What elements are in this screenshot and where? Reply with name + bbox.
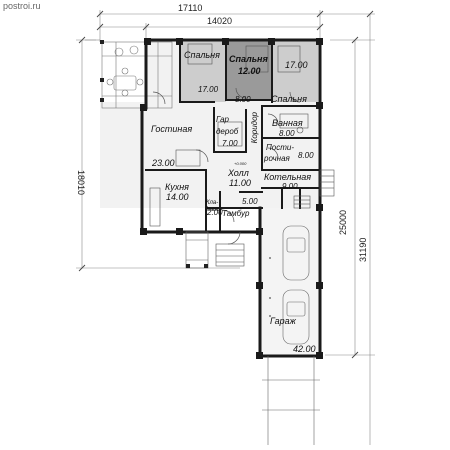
furniture [149, 43, 309, 227]
dim-right-inner: 25000 [338, 210, 348, 235]
room-hall-area: 11.00 [229, 178, 251, 188]
room-kitchen-area: 14.00 [166, 192, 189, 202]
room-laundry-name1: Пости- [266, 143, 294, 152]
stairs [215, 169, 335, 267]
dim-top-overall: 17110 [178, 3, 202, 13]
room-pantry-name1: Кла- [206, 200, 218, 206]
level-mark: +0.000 [234, 161, 247, 166]
dim-top-building: 14020 [207, 16, 232, 26]
room-boiler-name: Котельная [264, 172, 311, 182]
dim-right-outer: 31190 [358, 238, 368, 262]
room-laundry-area: 8.00 [298, 151, 314, 160]
room-vestibule-area: 5.00 [242, 197, 258, 206]
room-bedroom-mid-name: Спальня [229, 54, 268, 64]
dimension-lines [76, 10, 375, 445]
dimension-ticks [78, 10, 374, 359]
pillars [140, 38, 323, 359]
room-living-name: Гостиная [151, 124, 192, 134]
room-wardrobe-name1: Гар [216, 115, 230, 124]
room-corridor-area: 8.00 [235, 95, 251, 104]
room-wardrobe-area: 7.00 [222, 139, 238, 148]
room-bedroom-mid-area: 12.00 [238, 66, 261, 76]
veranda-posts [186, 264, 208, 268]
garage-marks [269, 257, 271, 317]
room-bedroom-right-area: 17.00 [285, 60, 308, 70]
room-laundry-name2: рочная [263, 154, 291, 163]
room-boiler-area: 9.00 [282, 182, 298, 191]
garage-cars [262, 225, 320, 445]
room-fills [100, 40, 320, 356]
room-bedroom-left-area: 17.00 [198, 85, 219, 94]
room-pantry-name2: довая [205, 207, 222, 213]
room-pantry-area: 2.00 [206, 208, 223, 217]
watermark: postroi.ru [3, 1, 41, 11]
room-vestibule-name: Тамбур [222, 209, 250, 218]
room-garage-area: 42.00 [293, 344, 316, 354]
room-wardrobe-name2: дероб [216, 127, 239, 136]
terrace [101, 41, 173, 109]
room-bedroom-left-name: Спальня [184, 50, 220, 60]
dim-left-height: 18010 [76, 170, 86, 195]
room-hall-name: Холл [227, 168, 249, 178]
room-bedroom-right-name: Спальня [271, 94, 307, 104]
room-garage-name: Гараж [270, 316, 297, 326]
room-kitchen-name: Кухня [165, 182, 189, 192]
room-corridor-name: Коридор [250, 111, 259, 143]
room-bathroom-area: 8.00 [279, 129, 295, 138]
room-living-area: 23.00 [151, 158, 175, 168]
room-bathroom-name: Ванная [272, 118, 303, 128]
veranda [185, 231, 209, 269]
